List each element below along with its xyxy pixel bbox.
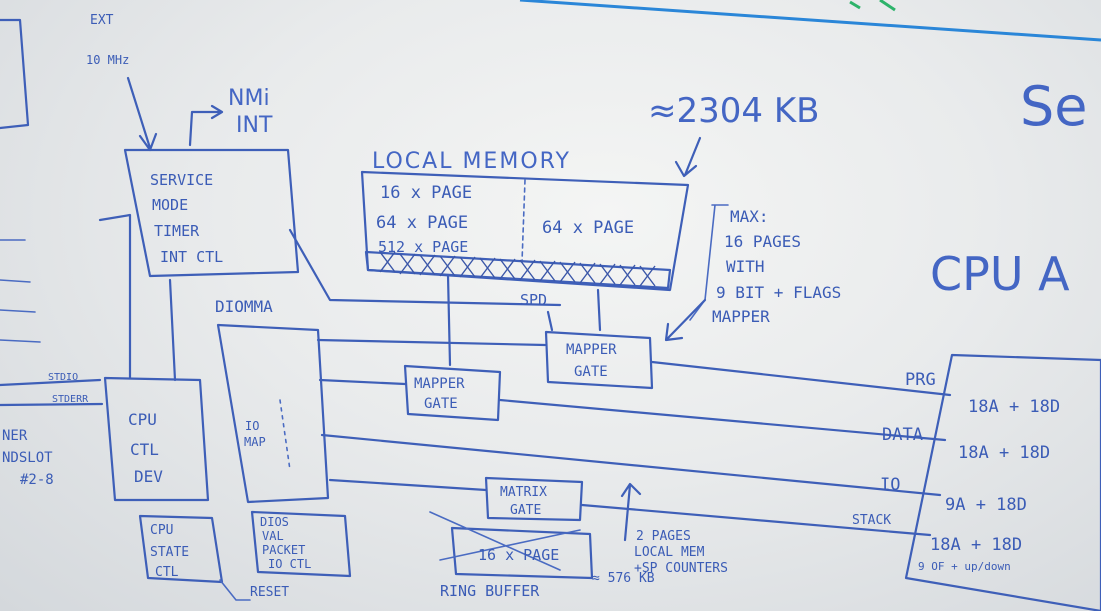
bus-width-io: 9A + 18D <box>945 495 1027 515</box>
left-notes: NER NDSLOT #2-8 <box>2 428 61 488</box>
cpu-ctl-box <box>103 376 210 502</box>
bus-label-data: DATA <box>882 425 923 445</box>
nmi-arrow <box>188 104 224 147</box>
local-memory-box <box>360 170 690 292</box>
matrix-gate-box <box>484 476 584 522</box>
service-box <box>123 148 300 278</box>
bus-label-prg: PRG <box>905 370 936 390</box>
ext-freq-label: 10 MHz <box>86 53 129 67</box>
diomma-label: DIOMMA <box>215 297 273 316</box>
local-memory-label: LOCAL MEMORY <box>372 149 571 174</box>
crossed-out-lines <box>429 511 581 571</box>
stdio-lines <box>0 378 104 407</box>
ring-buffer-label: RING BUFFER <box>440 582 540 600</box>
cpu-ctl-text: CPU CTL DEV <box>128 410 169 486</box>
bus-line-prg <box>316 338 952 397</box>
pages-note-arrow <box>620 482 642 542</box>
mapper-gate-mid-text: MAPPER GATE <box>414 376 473 412</box>
pages-note-text: 2 PAGES LOCAL MEM +SP COUNTERS <box>634 529 728 576</box>
size-arrow <box>674 136 702 178</box>
bus-label-io: IO <box>880 475 900 495</box>
spd-label: SPD <box>520 291 547 309</box>
ring-size-label: ≈ 576 KB <box>592 571 655 586</box>
mapper-note-bracket <box>689 204 729 321</box>
bus-width-prg: 18A + 18D <box>968 397 1060 417</box>
memory-left-text: 16 x PAGE 64 x PAGE 512 x PAGE <box>376 183 482 256</box>
memory-connectors <box>446 273 602 367</box>
page-16-label: 16 x PAGE <box>478 546 559 564</box>
section-heading: Se <box>1020 75 1088 138</box>
bus-width-data: 18A + 18D <box>958 443 1050 463</box>
bus-line-io <box>320 433 942 497</box>
int-label: INT <box>236 113 273 138</box>
mapper-note-arrow <box>664 298 707 342</box>
internal-links <box>168 228 562 382</box>
matrix-gate-text: MATRIX GATE <box>500 485 555 518</box>
dios-text: DIOS VAL PACKET IO CTL <box>260 515 313 571</box>
memory-size-label: ≈2304 KB <box>648 91 819 131</box>
nmi-label: NMi <box>228 86 270 111</box>
mapper-gate-top-box <box>544 330 654 390</box>
dios-box <box>250 510 352 578</box>
stderr-label: STDERR <box>52 394 89 405</box>
left-edge-box <box>0 18 30 130</box>
diomma-box <box>216 323 330 504</box>
memory-hatched-band <box>364 250 672 290</box>
whiteboard-edge <box>519 0 1101 42</box>
memory-divider <box>521 179 526 263</box>
reset-line <box>219 579 251 601</box>
cpu-heading: CPU A <box>930 247 1070 301</box>
service-to-cpu-link <box>98 213 132 380</box>
service-text: SERVICE MODE TIMER INT CTL <box>150 171 223 266</box>
diomma-dotted <box>279 399 291 471</box>
cpu-state-text: CPU STATE CTL <box>150 523 197 580</box>
bus-width-stack: 18A + 18D <box>930 535 1022 555</box>
bus-last-note: 9 OF + up/down <box>918 560 1011 573</box>
bus-label-stack: STACK <box>852 513 891 528</box>
bus-line-stack <box>328 478 932 537</box>
ring-page-box <box>450 526 594 580</box>
green-marker-scribble <box>849 0 896 12</box>
reset-label: RESET <box>250 585 289 600</box>
mapper-gate-top-text: MAPPER GATE <box>566 342 625 380</box>
cpu-bus-box <box>904 353 1101 611</box>
bus-line-data <box>318 378 947 442</box>
io-map-text: IO MAP <box>244 419 267 449</box>
mapper-gate-mid-box <box>403 364 502 422</box>
mapper-note-text: MAX: 16 PAGES WITH 9 BIT + FLAGS MAPPER <box>712 207 851 326</box>
stdio-label: STDIO <box>48 372 78 383</box>
ext-arrow <box>126 76 158 152</box>
memory-right-text: 64 x PAGE <box>542 218 634 238</box>
ext-label: EXT <box>90 13 114 28</box>
left-edge-lines <box>0 239 41 343</box>
